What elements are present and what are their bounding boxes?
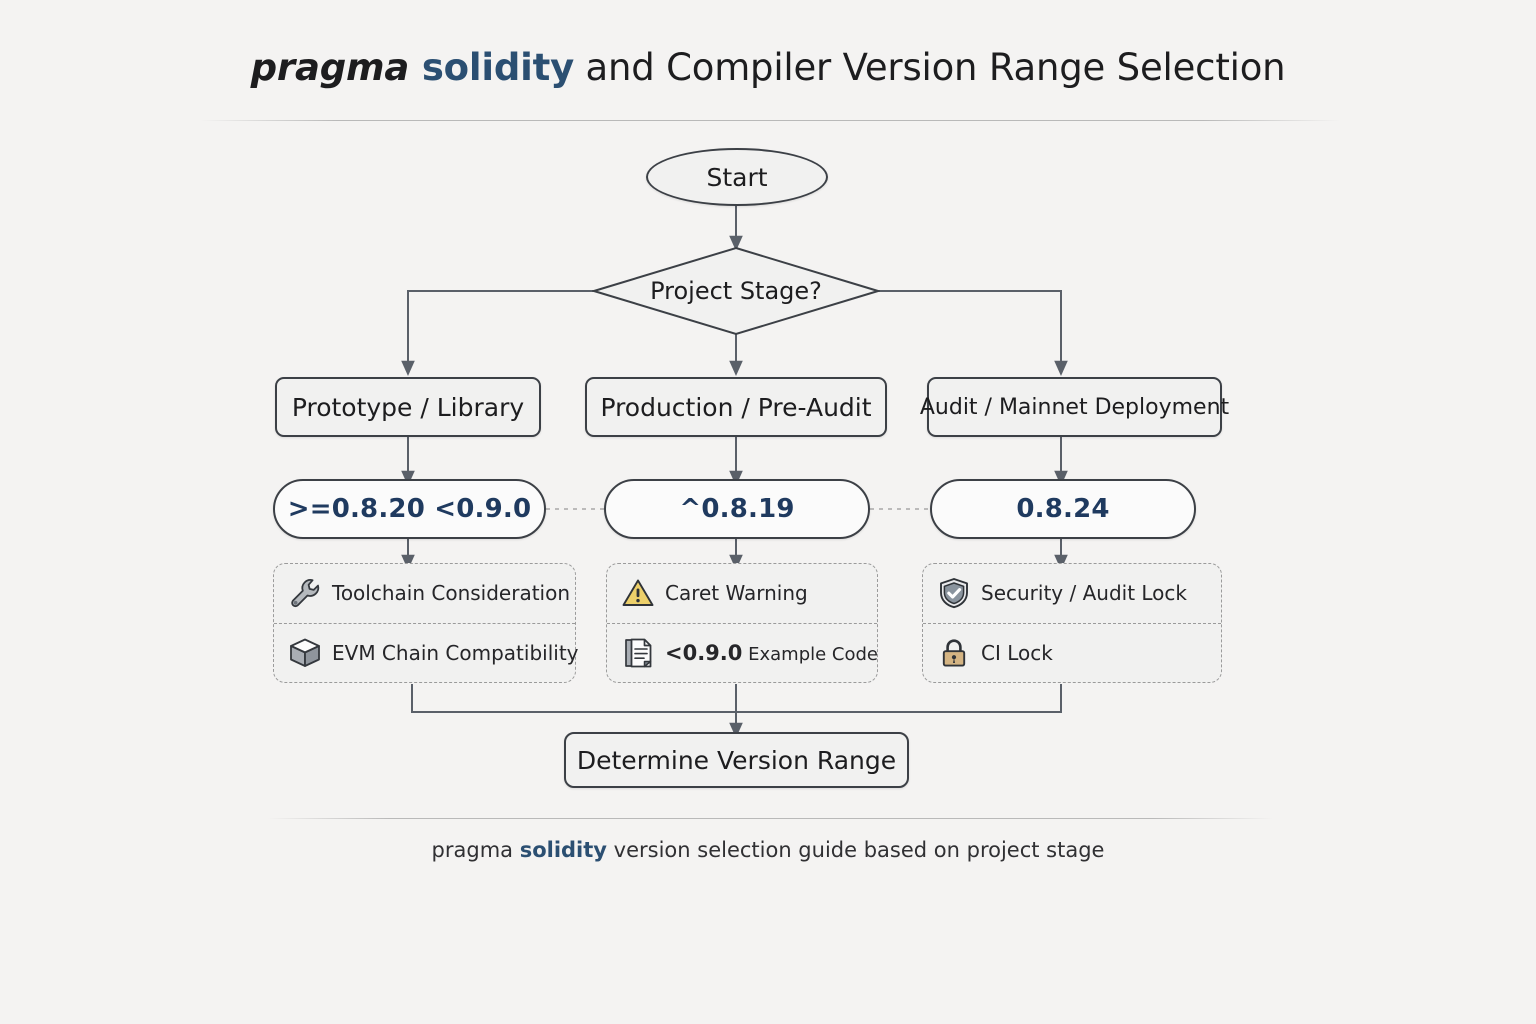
note-row[interactable]: Security / Audit Lock [923, 564, 1221, 623]
note-row[interactable]: Caret Warning [607, 564, 877, 623]
document-icon [625, 638, 652, 668]
caption-suffix: version selection guide based on project… [606, 838, 1105, 862]
note-label-sub: Example Code [742, 643, 879, 665]
note-row[interactable]: Toolchain Consideration [274, 564, 575, 623]
node-decision-project-stage[interactable]: Project Stage? [592, 246, 880, 336]
node-stage-production[interactable]: Production / Pre-Audit [585, 377, 887, 437]
note-label: Toolchain Consideration [332, 581, 571, 606]
node-terminal-label: Determine Version Range [576, 745, 897, 775]
notes-group-prototype: Toolchain Consideration EVM Chain Compat… [273, 563, 579, 683]
node-decision-label: Project Stage? [650, 277, 822, 305]
package-box-icon [290, 638, 320, 667]
shield-check-icon [940, 578, 968, 609]
node-stage-prototype-label: Prototype / Library [291, 392, 525, 422]
node-stage-audit-label: Audit / Mainnet Deployment [919, 394, 1230, 420]
note-label-strong: <0.9.0 [665, 640, 743, 665]
divider-bottom [268, 818, 1273, 819]
note-row[interactable]: CI Lock [923, 622, 1221, 683]
note-label: CI Lock [981, 640, 1053, 665]
node-version-audit[interactable]: 0.8.24 [930, 479, 1196, 539]
note-label: EVM Chain Compatibility [332, 640, 579, 665]
divider-top [200, 120, 1340, 121]
node-stage-prototype[interactable]: Prototype / Library [275, 377, 541, 437]
node-start[interactable]: Start [646, 148, 828, 206]
node-version-production[interactable]: ^0.8.19 [604, 479, 870, 539]
notes-group-audit: Security / Audit Lock CI Lock [922, 563, 1222, 683]
note-label: <0.9.0 Example Code [665, 641, 878, 665]
wrench-icon [291, 579, 320, 608]
node-determine-version-range[interactable]: Determine Version Range [564, 732, 909, 788]
note-label: Security / Audit Lock [981, 581, 1187, 606]
title-rest: and Compiler Version Range Selection [574, 46, 1286, 89]
node-version-production-label: ^0.8.19 [679, 494, 795, 524]
caption-accent: solidity [519, 838, 607, 862]
node-stage-production-label: Production / Pre-Audit [600, 392, 872, 422]
note-row[interactable]: EVM Chain Compatibility [274, 622, 579, 683]
note-label: Caret Warning [665, 581, 808, 606]
notes-group-production: Caret Warning <0.9.0 Example Code [606, 563, 878, 683]
caption: pragma solidity version selection guide … [0, 838, 1536, 862]
node-version-prototype-label: >=0.8.20 <0.9.0 [287, 494, 532, 524]
diamond-shape [592, 246, 880, 336]
title-pragma: pragma [250, 46, 422, 89]
page-title: pragma solidity and Compiler Version Ran… [0, 46, 1536, 89]
caption-prefix: pragma [431, 838, 520, 862]
title-solidity: solidity [421, 46, 574, 89]
node-start-label: Start [706, 162, 768, 192]
node-version-prototype[interactable]: >=0.8.20 <0.9.0 [273, 479, 546, 539]
node-stage-audit[interactable]: Audit / Mainnet Deployment [920, 377, 1229, 437]
node-version-audit-label: 0.8.24 [1016, 494, 1110, 524]
note-row[interactable]: <0.9.0 Example Code [607, 622, 878, 683]
warning-triangle-icon [622, 579, 654, 607]
padlock-icon [942, 639, 966, 667]
